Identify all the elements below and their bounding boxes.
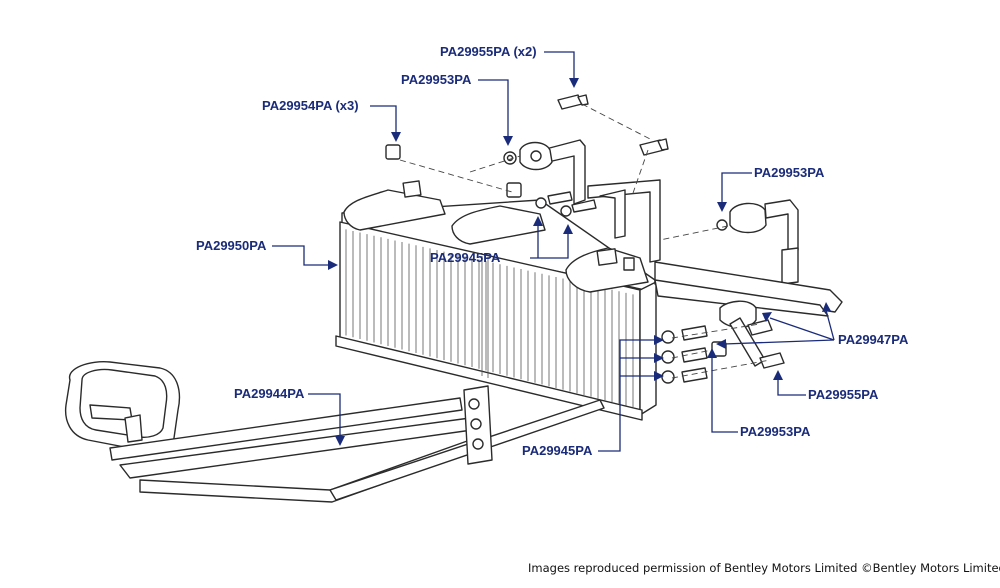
- label-pa29953pa-lower: PA29953PA: [740, 424, 811, 439]
- image-credit: Images reproduced permission of Bentley …: [528, 561, 1000, 575]
- label-pa29955pa-x2: PA29955PA (x2): [440, 44, 537, 59]
- flange-pipe-top: [519, 94, 669, 263]
- label-pa29954pa-x3: PA29954PA (x3): [262, 98, 359, 113]
- label-pa29944pa: PA29944PA: [234, 386, 305, 401]
- label-pa29947pa: PA29947PA: [838, 332, 909, 347]
- flange-pipe-right: [654, 199, 843, 367]
- washers-upper: [385, 144, 728, 231]
- label-pa29955pa-right: PA29955PA: [808, 387, 879, 402]
- label-pa29945pa-lower: PA29945PA: [522, 443, 593, 458]
- heater-matrix: [335, 180, 657, 421]
- label-pa29953pa-top: PA29953PA: [401, 72, 472, 87]
- label-pa29953pa-right: PA29953PA: [754, 165, 825, 180]
- heater-matrix-fins: [345, 229, 634, 408]
- pipe-assembly: [64, 361, 605, 503]
- label-pa29945pa-upper: PA29945PA: [430, 250, 501, 265]
- leader-lines: [272, 51, 835, 452]
- label-pa29950pa: PA29950PA: [196, 238, 267, 253]
- assembly-dash-lines: [399, 103, 771, 379]
